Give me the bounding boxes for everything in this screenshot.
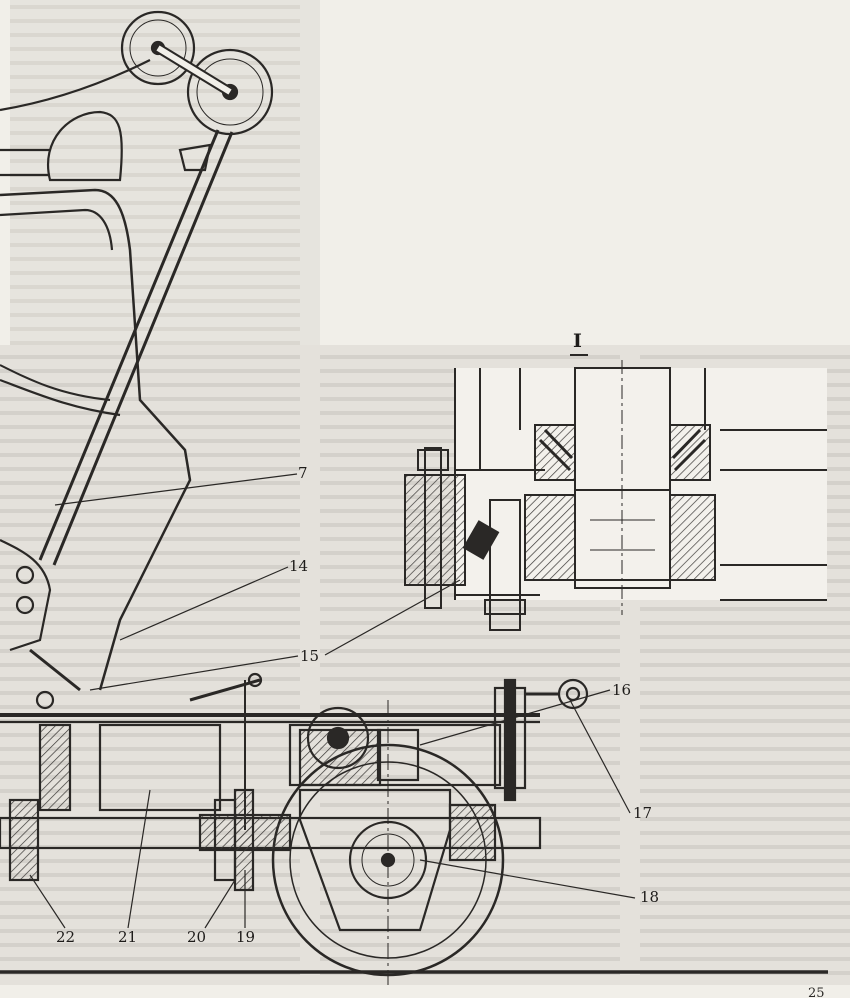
callout-21: 21 — [118, 928, 138, 946]
callout-17: 17 — [633, 804, 653, 822]
callout-22: 22 — [56, 928, 76, 946]
callout-18: 18 — [640, 888, 660, 906]
callout-15: 15 — [300, 647, 320, 665]
rear-axle-assembly — [0, 672, 828, 985]
page-number: 25 — [808, 986, 825, 998]
callout-20: 20 — [187, 928, 207, 946]
callout-7: 7 — [298, 464, 308, 482]
callout-19: 19 — [236, 928, 256, 946]
callout-leaders — [29, 473, 636, 929]
section-I-detail — [404, 360, 827, 631]
callout-16: 16 — [612, 681, 632, 699]
section-label-underline — [570, 354, 588, 356]
steering-column — [0, 10, 274, 710]
section-label-I: I — [573, 330, 582, 352]
callout-14: 14 — [289, 557, 309, 575]
